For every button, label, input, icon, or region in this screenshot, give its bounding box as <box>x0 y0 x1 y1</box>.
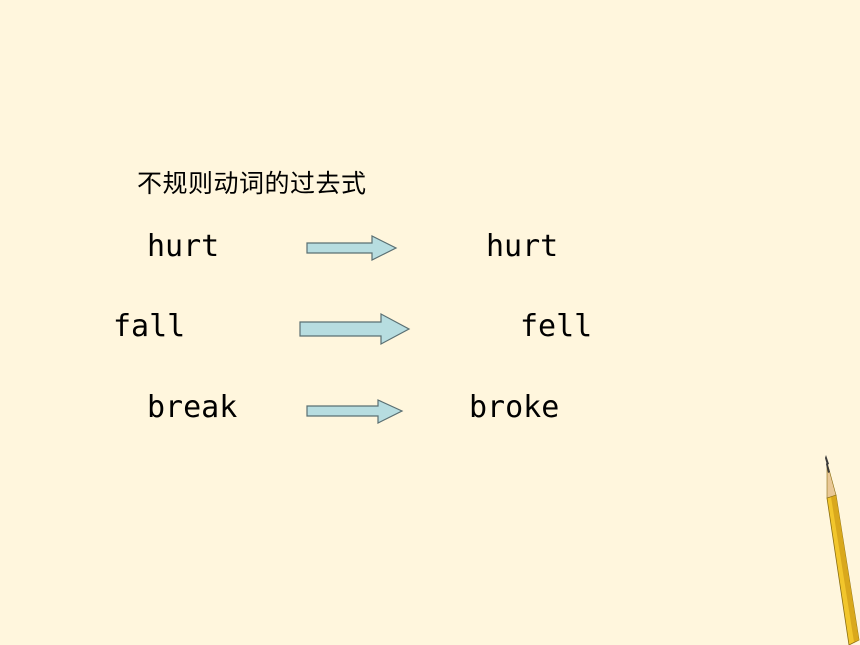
past-verb-broke: broke <box>469 390 560 425</box>
base-verb-fall: fall <box>113 309 186 344</box>
arrow-right-icon <box>299 313 411 346</box>
base-verb-hurt: hurt <box>147 229 220 264</box>
arrow-right-icon <box>306 235 398 261</box>
slide-heading: 不规则动词的过去式 <box>137 169 367 198</box>
base-verb-break: break <box>147 390 238 425</box>
arrow-right-icon <box>306 399 404 424</box>
past-verb-fell: fell <box>520 309 593 344</box>
pencil-icon <box>825 455 860 645</box>
past-verb-hurt: hurt <box>486 229 559 264</box>
